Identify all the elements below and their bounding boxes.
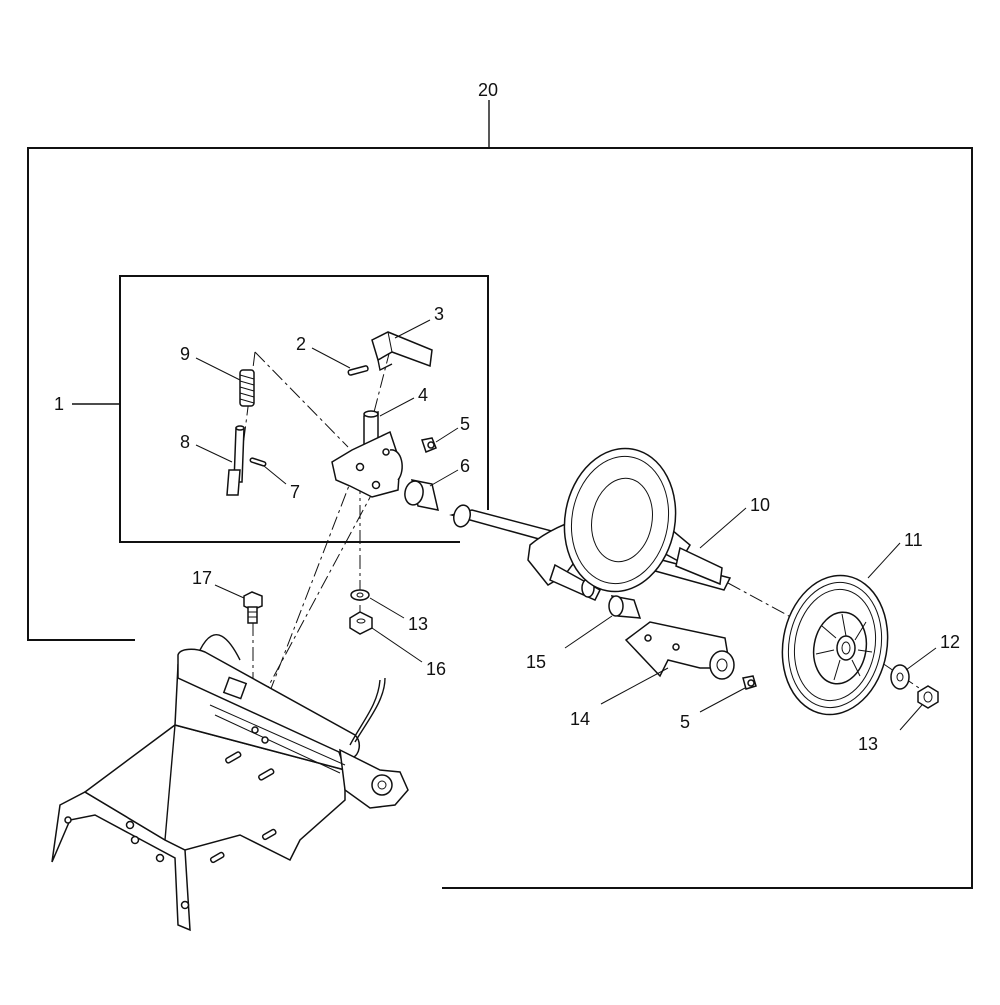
wheel-rear [563,447,677,593]
washer-13-upper [350,589,370,601]
callout-15: 15 [526,652,546,672]
wheel-11 [781,574,889,716]
callout-2: 2 [296,334,306,354]
callout-9: 9 [180,344,190,364]
subassembly-frame-1 [72,275,489,543]
nut-13-lower [917,685,939,709]
bushing-6 [404,479,439,511]
callout-12: 12 [940,632,960,652]
grease-fitting-5-lower [742,675,757,690]
lever-handle-3 [371,331,433,372]
callout-5-upper: 5 [460,414,470,434]
callout-11: 11 [904,530,923,550]
callout-3: 3 [434,304,444,324]
bracket-plate [331,430,403,498]
callout-20: 20 [478,80,498,100]
callout-17: 17 [192,568,212,588]
callout-13-upper: 13 [408,614,428,634]
assembly-frame-20 [27,100,973,889]
base-frame [51,634,409,932]
callout-8: 8 [180,432,190,452]
bolt-17 [243,591,263,624]
callout-4: 4 [418,385,428,405]
callout-1: 1 [54,394,64,414]
spring-9 [239,369,255,407]
callout-5-lower: 5 [680,712,690,732]
nut-16 [349,611,373,635]
callout-6: 6 [460,456,470,476]
callout-7: 7 [290,482,300,502]
leader-lines [195,319,937,731]
callouts: 20 1 2 3 9 4 5 8 6 7 10 11 17 13 12 15 1… [54,80,960,754]
grease-fitting-5-upper [421,437,437,453]
bracket-14 [624,621,735,680]
callout-10: 10 [750,495,770,515]
callout-13-lower: 13 [858,734,878,754]
bushing-15 [608,595,642,619]
callout-16: 16 [426,659,446,679]
pin-2 [347,365,369,376]
roll-pin-7 [249,457,267,467]
washer-12 [890,664,910,690]
callout-14: 14 [570,709,590,729]
pin-8 [226,425,245,496]
